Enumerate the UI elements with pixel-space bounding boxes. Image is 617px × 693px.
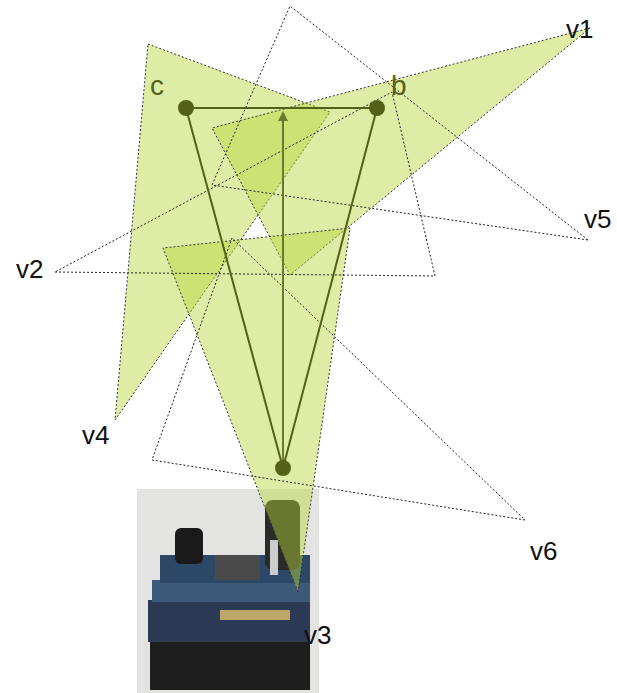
geometry-lines <box>186 108 377 468</box>
point-label: c <box>150 72 164 100</box>
point-dot <box>178 100 385 476</box>
view-label: v2 <box>16 256 43 282</box>
point-label: b <box>391 72 407 100</box>
view-label: v5 <box>584 206 611 232</box>
view-label: v6 <box>530 538 557 564</box>
view-label: v4 <box>82 422 109 448</box>
view-label: v1 <box>566 16 593 42</box>
sensing-field-outline <box>55 6 588 520</box>
view-label: v3 <box>304 622 331 648</box>
